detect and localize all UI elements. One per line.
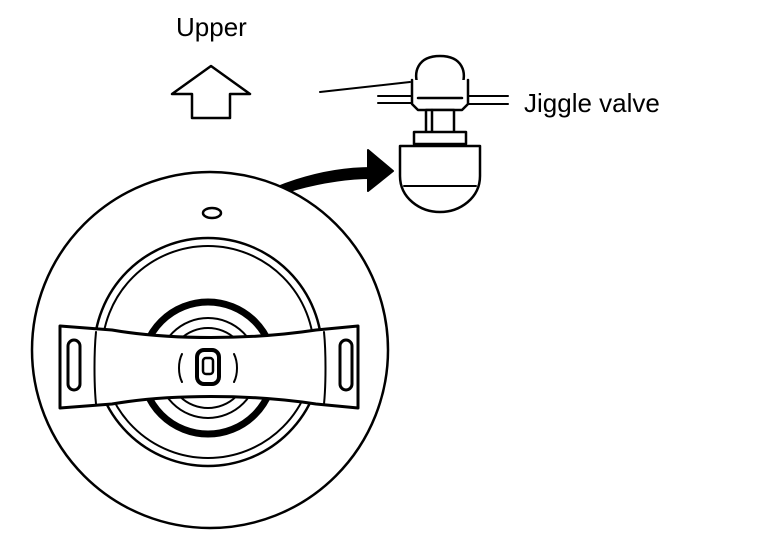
up-arrow-icon xyxy=(170,64,252,120)
right-slot xyxy=(338,338,354,392)
upper-label: Upper xyxy=(176,12,247,42)
center-pin xyxy=(195,348,221,386)
jiggle-valve-hole xyxy=(201,206,223,220)
left-slot xyxy=(66,338,82,392)
jiggle-valve-detail xyxy=(398,54,482,214)
cross-bridge xyxy=(58,324,360,410)
leader-lines xyxy=(319,81,509,105)
jiggle-valve-label: Jiggle valve xyxy=(524,88,660,118)
thermostat-body xyxy=(30,170,390,530)
